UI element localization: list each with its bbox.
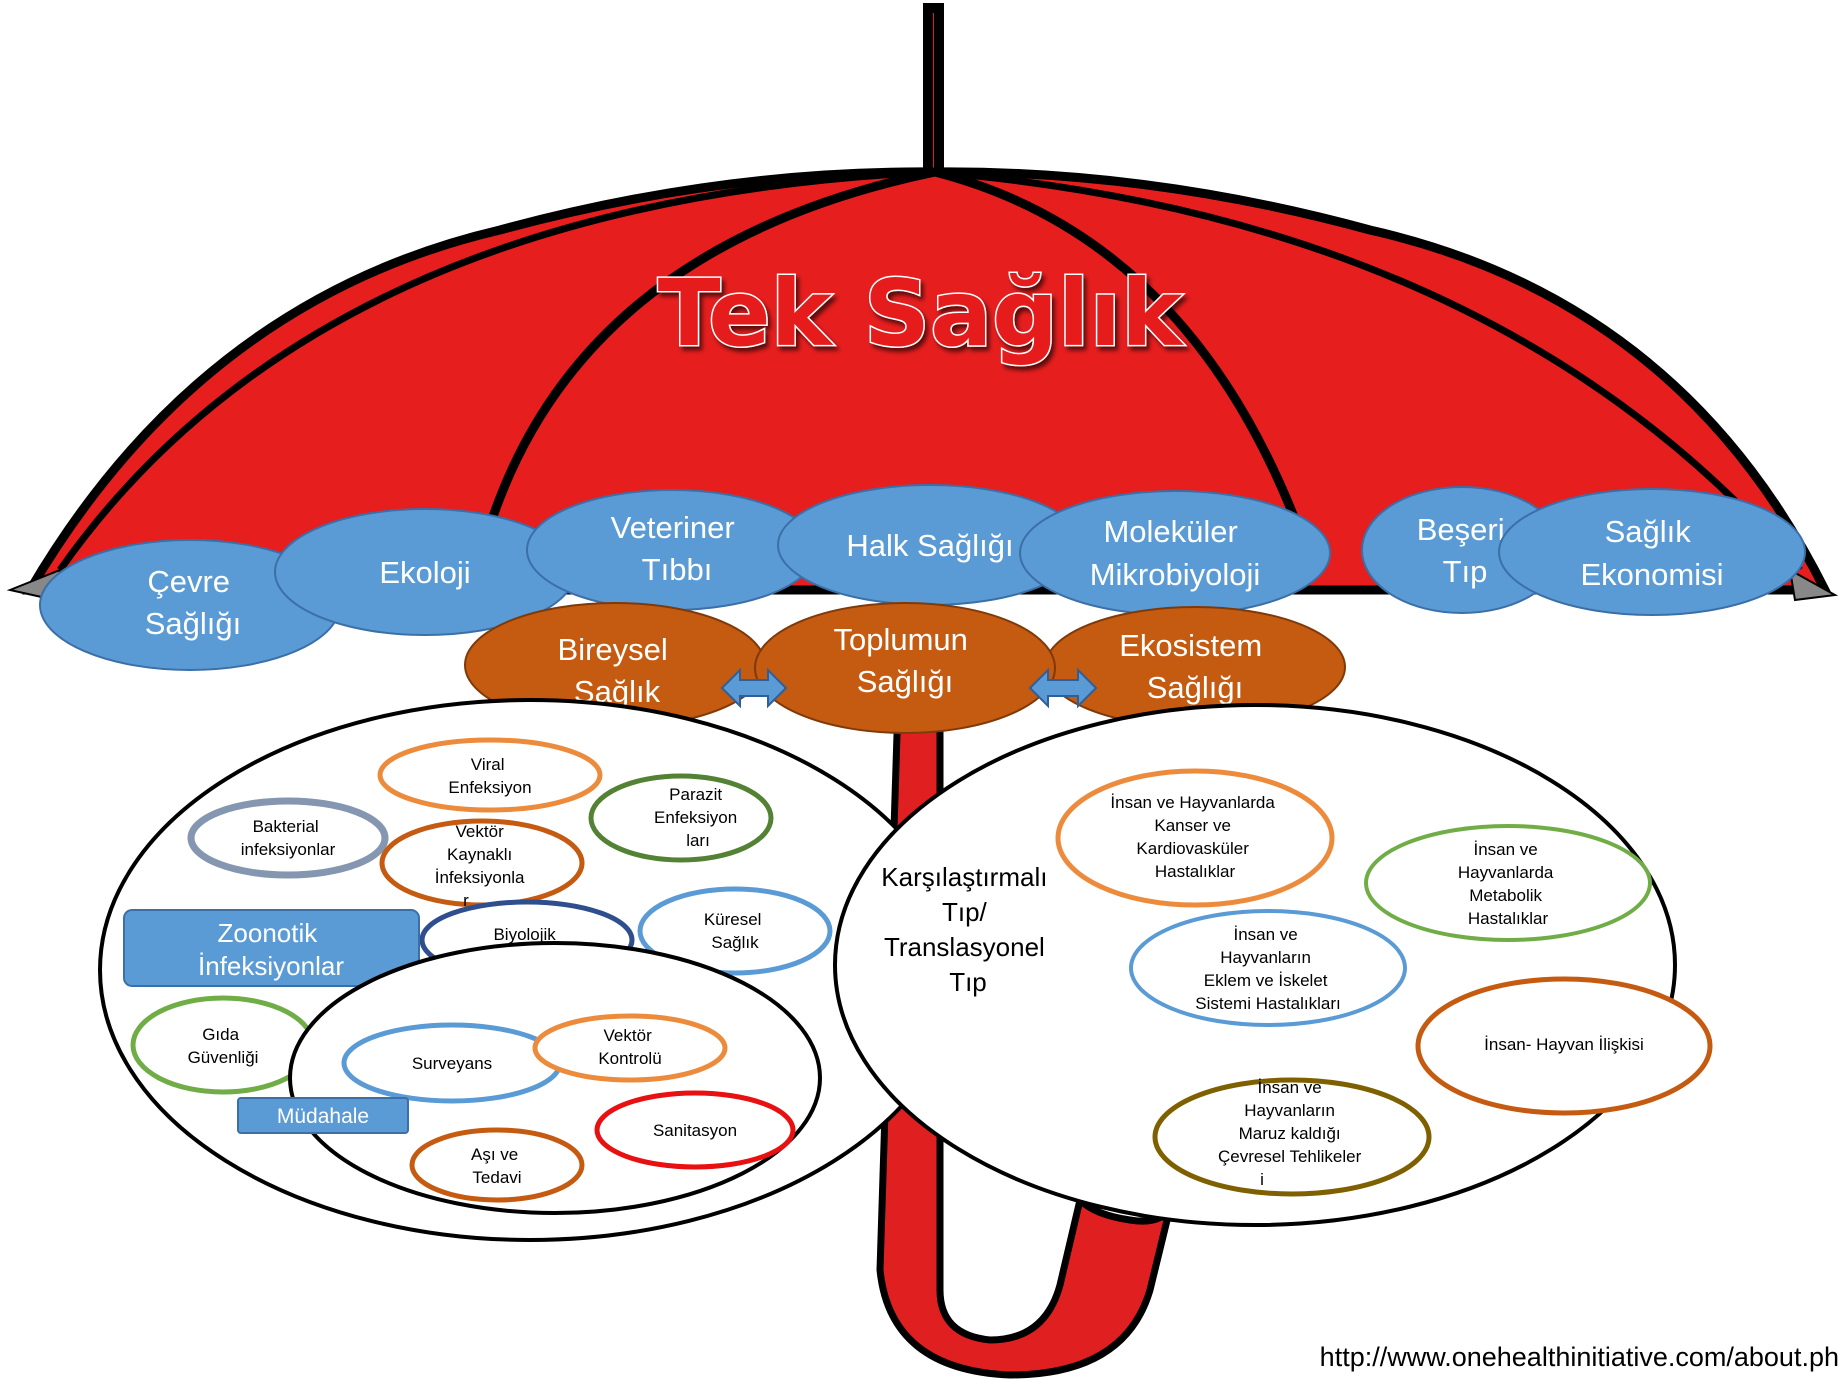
- item-sanitasyon: Sanitasyon: [594, 1090, 796, 1170]
- zoonotic-label-box: Zoonotik İnfeksiyonlar: [123, 909, 420, 987]
- item-label: Viral Enfeksiyon: [448, 755, 531, 797]
- double-arrow-left: [720, 667, 788, 709]
- discipline-label: Moleküler Mikrobiyoloji: [1090, 514, 1261, 592]
- discipline-label: Sağlık Ekonomisi: [1581, 514, 1724, 592]
- item-label: İnsan ve Hayvanlarda Metabolik Hastalıkl…: [1458, 840, 1558, 928]
- item-label: Bakterial infeksiyonlar: [241, 817, 336, 859]
- umbrella-rib: [57, 168, 936, 573]
- item-asi: Aşı ve Tedavi: [409, 1127, 585, 1203]
- intervention-circle: Surveyans Vektör Kontrolü Sanitasyon: [288, 941, 822, 1215]
- umbrella-rib: [475, 167, 936, 562]
- item-vektor-kaynakli: Vektör Kaynaklı İnfeksiyonla r: [379, 818, 585, 910]
- item-label: İnsan ve Hayvanların Eklem ve İskelet Si…: [1195, 925, 1340, 1013]
- item-kanser: İnsan ve Hayvanlarda Kanser ve Kardiovas…: [1055, 768, 1335, 908]
- discipline-label: Veteriner Tıbbı: [611, 510, 744, 587]
- item-label: Surveyans: [412, 1054, 492, 1073]
- discipline-ekoloji: Ekoloji: [274, 508, 576, 636]
- zoonotic-label: Zoonotik İnfeksiyonlar: [198, 918, 344, 981]
- right-circle: Karşılaştırmalı Tıp/ Translasyonel Tıp İ…: [833, 703, 1713, 1227]
- discipline-label: Ekoloji: [379, 555, 470, 590]
- level-label: Ekosistem Sağlığı: [1119, 628, 1271, 705]
- discipline-label: Beşeri Tıp: [1417, 512, 1514, 589]
- item-label: İnsan- Hayvan İlişkisi: [1484, 1035, 1644, 1054]
- discipline-label: Çevre Sağlığı: [145, 564, 242, 641]
- discipline-label: Halk Sağlığı: [846, 528, 1013, 563]
- level-bireysel: Bireysel Sağlık: [464, 602, 766, 728]
- umbrella-rib: [933, 167, 1315, 562]
- level-toplum: Toplumun Sağlığı: [754, 602, 1056, 734]
- intervention-label: Müdahale: [277, 1105, 369, 1128]
- item-label: İnsan ve Hayvanlarda Kanser ve Kardiovas…: [1110, 793, 1279, 881]
- item-label: Parazit Enfeksiyon ları: [654, 785, 742, 850]
- umbrella-tip-right: [1788, 568, 1839, 602]
- comparative-medicine-label: Karşılaştırmalı Tıp/ Translasyonel Tıp: [881, 862, 1054, 997]
- item-bakterial: Bakterial infeksiyonlar: [187, 797, 389, 879]
- level-label: Bireysel Sağlık: [558, 632, 677, 709]
- intervention-label-box: Müdahale: [237, 1097, 409, 1134]
- item-label: Vektör Kaynaklı İnfeksiyonla r: [435, 822, 530, 910]
- diagram-title: Tek Sağlık: [658, 260, 1184, 367]
- item-label: Vektör Kontrolü: [598, 1026, 661, 1068]
- item-iliski: İnsan- Hayvan İlişkisi: [1415, 976, 1713, 1116]
- item-label: Gıda Güvenliği: [188, 1025, 259, 1067]
- item-vektor-kontrol: Vektör Kontrolü: [532, 1013, 728, 1083]
- discipline-molekuler: Moleküler Mikrobiyoloji: [1019, 490, 1331, 616]
- item-cevresel: İnsan ve Hayvanların Maruz kaldığı Çevre…: [1152, 1077, 1432, 1197]
- source-url[interactable]: http://www.onehealthinitiative.com/about…: [1319, 1342, 1839, 1372]
- item-gida: Gıda Güvenliği: [130, 995, 316, 1095]
- umbrella-shaft-top: [923, 3, 944, 195]
- item-eklem: İnsan ve Hayvanların Eklem ve İskelet Si…: [1129, 909, 1407, 1027]
- discipline-halk: Halk Sağlığı: [777, 484, 1083, 606]
- item-metabolik: İnsan ve Hayvanlarda Metabolik Hastalıkl…: [1364, 824, 1652, 942]
- item-label: Aşı ve Tedavi: [471, 1145, 523, 1187]
- discipline-veteriner: Veteriner Tıbbı: [526, 489, 818, 611]
- item-label: Küresel Sağlık: [704, 910, 766, 952]
- discipline-ekonomi: Sağlık Ekonomisi: [1498, 488, 1806, 616]
- left-circle: Viral Enfeksiyon Bakterial infeksiyonlar…: [98, 698, 962, 1242]
- umbrella-rib: [934, 168, 1803, 573]
- item-kuresel: Küresel Sağlık: [637, 886, 833, 976]
- item-parazit: Parazit Enfeksiyon ları: [588, 773, 774, 863]
- item-viral: Viral Enfeksiyon: [377, 737, 603, 813]
- double-arrow-right: [1028, 667, 1098, 709]
- item-surveyans: Surveyans: [341, 1022, 563, 1104]
- level-label: Toplumun Sağlığı: [833, 622, 976, 699]
- item-label: Sanitasyon: [653, 1121, 737, 1140]
- discipline-beseri: Beşeri Tıp: [1361, 486, 1563, 614]
- discipline-cevre: Çevre Sağlığı: [39, 539, 341, 671]
- item-label: İnsan ve Hayvanların Maruz kaldığı Çevre…: [1218, 1078, 1366, 1189]
